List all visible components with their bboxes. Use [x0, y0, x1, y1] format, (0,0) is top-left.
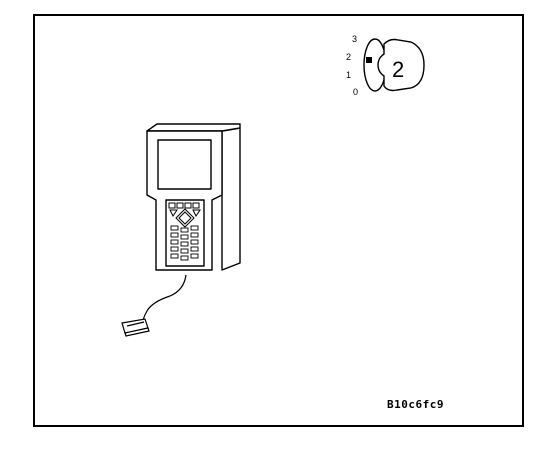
direction-pad-icon	[175, 208, 195, 228]
function-keys	[168, 202, 201, 217]
figure-frame	[33, 14, 524, 427]
position-label-2: 2	[346, 52, 351, 62]
active-position-label: 2	[392, 57, 404, 82]
numeric-keys	[170, 225, 199, 261]
ignition-key	[377, 38, 425, 92]
position-label-0: 0	[353, 87, 358, 97]
tester-screen	[157, 139, 212, 190]
reference-code: B10c6fc9	[387, 398, 444, 411]
position-marker	[366, 57, 372, 63]
connector-plug-icon	[121, 318, 150, 337]
tester-top	[146, 123, 241, 132]
tester-cable	[142, 274, 187, 323]
tester-side	[221, 127, 241, 271]
ignition-switch-icon	[363, 38, 425, 92]
diagnostic-tester-icon	[146, 123, 241, 271]
position-label-3: 3	[352, 34, 357, 44]
position-label-1: 1	[346, 70, 351, 80]
